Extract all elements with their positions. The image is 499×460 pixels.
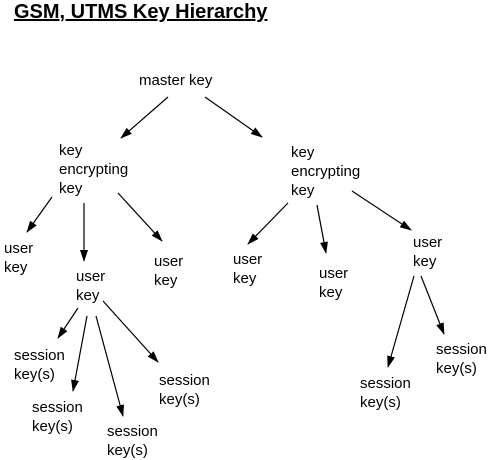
node-label-line: session xyxy=(107,423,158,440)
session-keys-node: session key(s) xyxy=(159,371,210,409)
node-label-line: session xyxy=(14,347,65,364)
user-key-node: user key xyxy=(4,239,33,277)
node-label-line: session xyxy=(436,341,487,358)
arrow-master_key-to-kek_left xyxy=(120,96,169,139)
node-label-line: user xyxy=(154,253,184,270)
diagram-title: GSM, UTMS Key Hierarchy xyxy=(14,1,268,23)
arrow-user_key_b-to-session_b xyxy=(71,315,88,392)
session-keys-node: session key(s) xyxy=(360,374,411,412)
node-label-line: session xyxy=(360,375,411,392)
arrow-kek_right-to-user_key_d xyxy=(247,202,289,245)
node-label-line: encrypting xyxy=(291,163,361,180)
node-label-line: key xyxy=(413,253,437,270)
session-keys-node: session key(s) xyxy=(436,340,487,378)
arrow-user_key_f-to-session_f xyxy=(420,275,445,335)
session-keys-node: session key(s) xyxy=(107,422,158,460)
node-label-line: user xyxy=(413,234,443,251)
node-label-line: user xyxy=(4,240,34,257)
node-label-line: key(s) xyxy=(360,394,401,411)
arrow-user_key_b-to-session_c xyxy=(95,315,124,417)
key-encrypting-key-left-node: key encrypting key xyxy=(59,141,128,198)
arrow-user_key_b-to-session_a xyxy=(57,307,79,339)
node-label-line: key(s) xyxy=(107,442,148,459)
node-label-line: session xyxy=(32,399,83,416)
user-key-node: user key xyxy=(154,252,183,290)
node-label-line: key xyxy=(319,284,343,301)
arrow-kek_left-to-user_key_a xyxy=(26,196,53,233)
node-label-line: session xyxy=(159,372,210,389)
node-label-line: key xyxy=(59,142,83,159)
node-label-line: key xyxy=(291,182,315,199)
master-key-node: master key xyxy=(139,71,212,90)
node-label-line: key xyxy=(59,180,83,197)
arrow-kek_right-to-user_key_f xyxy=(351,190,412,231)
node-label-line: key xyxy=(154,272,178,289)
node-label-line: encrypting xyxy=(59,161,129,178)
node-label-line: user xyxy=(76,268,106,285)
node-label-line: key(s) xyxy=(436,360,477,377)
arrow-master_key-to-kek_right xyxy=(204,96,263,138)
arrow-kek_right-to-user_key_e xyxy=(316,204,328,254)
arrow-user_key_b-to-session_d xyxy=(102,300,159,363)
user-key-node: user key xyxy=(76,267,105,305)
node-label-line: key xyxy=(291,144,315,161)
key-encrypting-key-right-node: key encrypting key xyxy=(291,143,360,200)
user-key-node: user key xyxy=(413,233,442,271)
session-keys-node: session key(s) xyxy=(32,398,83,436)
session-keys-node: session key(s) xyxy=(14,346,65,384)
arrow-user_key_f-to-session_e xyxy=(387,275,415,368)
node-label-line: key(s) xyxy=(14,366,55,383)
node-label-line: key(s) xyxy=(159,391,200,408)
node-label-line: key(s) xyxy=(32,418,73,435)
node-label-line: key xyxy=(4,259,28,276)
user-key-node: user key xyxy=(233,250,262,288)
node-label-line: key xyxy=(233,270,257,287)
node-label-line: master key xyxy=(139,72,213,89)
arrow-kek_left-to-user_key_c xyxy=(117,192,163,242)
node-label-line: key xyxy=(76,287,100,304)
user-key-node: user key xyxy=(319,264,348,302)
node-label-line: user xyxy=(233,251,263,268)
node-label-line: user xyxy=(319,265,349,282)
